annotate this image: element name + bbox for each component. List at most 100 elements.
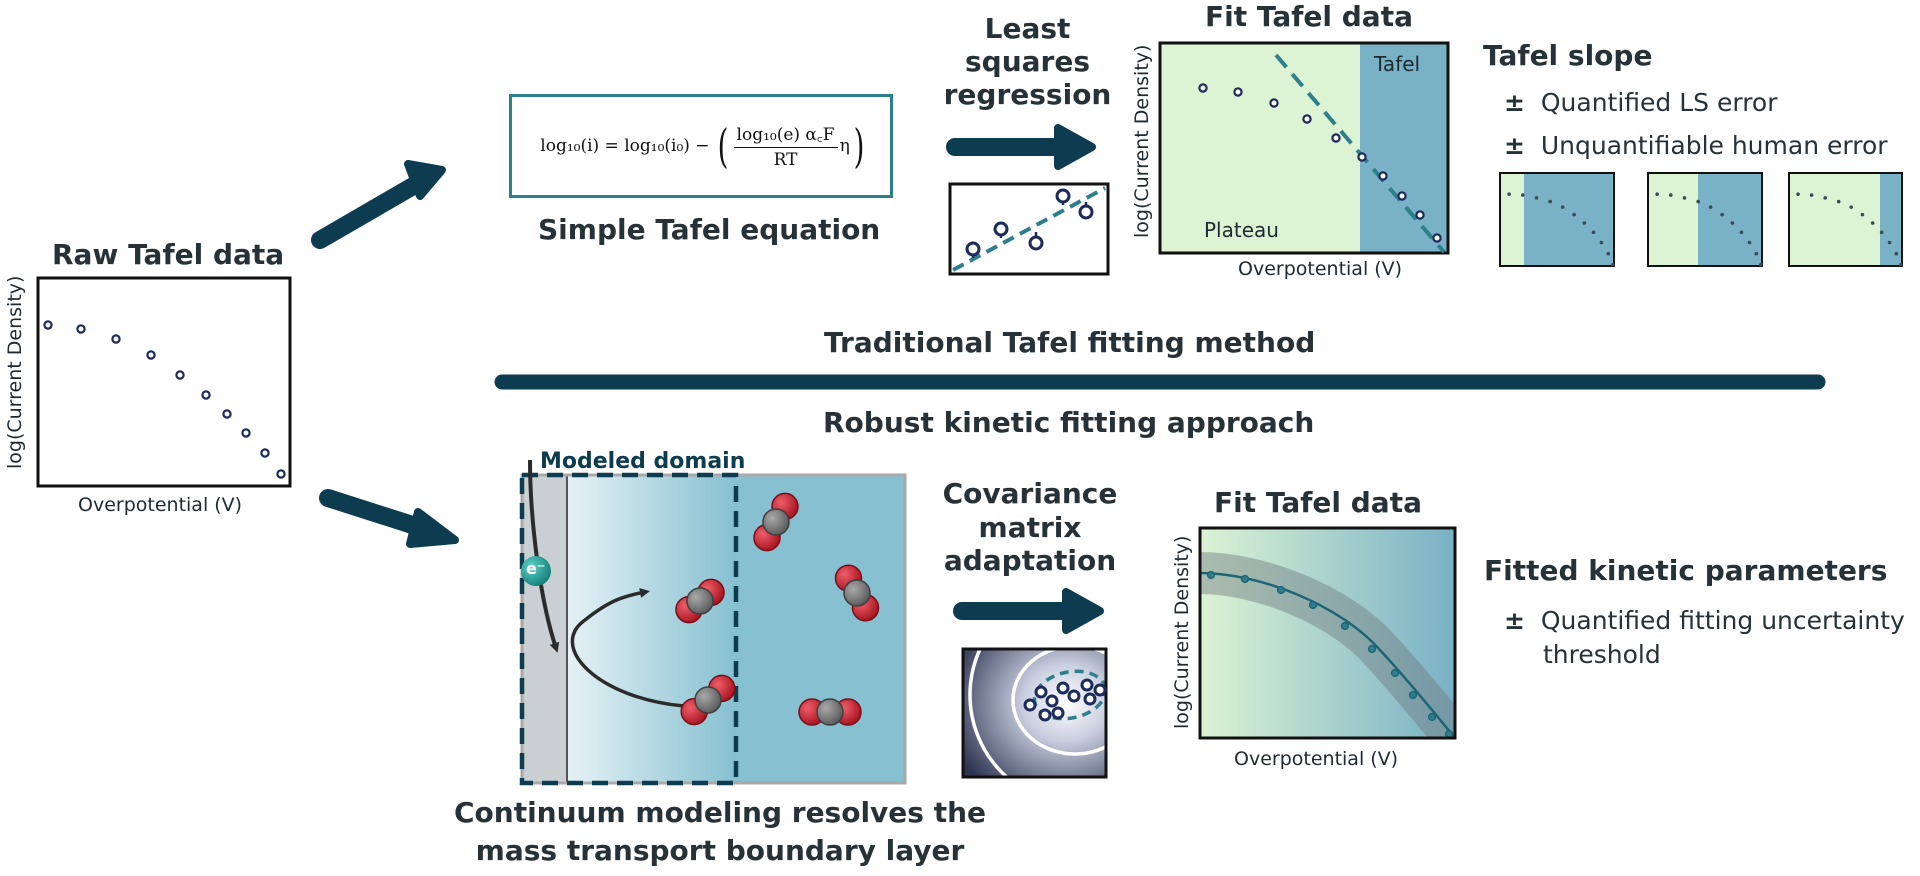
cma-point	[1056, 681, 1070, 695]
thumb-dot	[1759, 263, 1763, 267]
fit-bottom-ylabel: log(Current Density)	[1171, 535, 1193, 729]
thumb-dot	[1796, 192, 1800, 196]
raw-data-point	[111, 334, 121, 344]
fit-top-plateau-region	[1160, 43, 1360, 253]
raw-data-point	[201, 390, 211, 400]
cma-point	[1051, 706, 1065, 720]
tafel-equation: log₁₀(i) = log₁₀(i₀) − ( log₁₀(e) α꜀F RT…	[540, 119, 865, 173]
raw-xlabel: Overpotential (V)	[78, 494, 243, 516]
fit-bottom-point	[1240, 574, 1250, 584]
equation-eta: η	[839, 136, 850, 156]
thumb-dot	[1860, 212, 1865, 217]
cma-point	[1034, 685, 1048, 699]
raw-title: Raw Tafel data	[52, 238, 285, 271]
raw-data-point	[276, 469, 286, 479]
cma-point	[1023, 698, 1037, 712]
tafel-thumb-1	[1499, 172, 1615, 267]
fit-top-point	[1269, 98, 1279, 108]
thumb-dot	[1560, 205, 1565, 209]
fit-bottom-bg	[1200, 528, 1455, 738]
ls-fit-line	[952, 186, 1106, 272]
thumb-dots	[1507, 192, 1903, 267]
fit-bottom-frame	[1198, 526, 1457, 740]
cma-title-2: matrix	[978, 511, 1082, 544]
raw-plot-frame	[36, 276, 292, 488]
cma-point	[1080, 678, 1094, 692]
kinetic-item-line2: threshold	[1543, 640, 1661, 669]
model-panel	[519, 459, 907, 786]
equation-caption: Simple Tafel equation	[538, 213, 881, 246]
cma-point	[1093, 683, 1107, 697]
carbon-atom	[762, 508, 790, 536]
thumb-dot	[1572, 212, 1576, 217]
cma-point	[1038, 708, 1052, 722]
arrow-raw-to-top	[311, 160, 446, 249]
co2-molecules	[675, 492, 880, 726]
thumb-dot	[1887, 240, 1892, 245]
fit-top-tafel-label: Tafel	[1374, 52, 1421, 76]
cma-points	[1023, 678, 1107, 722]
ls-point	[993, 221, 1009, 237]
model-caption-1: Continuum modeling resolves the	[453, 796, 987, 829]
tafel-slope-item-2: ± Unquantifiable human error	[1504, 131, 1888, 160]
thumb-dot	[1708, 205, 1713, 209]
thumb-dot	[1836, 199, 1841, 204]
cma-point	[1045, 694, 1059, 708]
equation-denominator: RT	[773, 150, 798, 170]
fit-top-points	[1198, 83, 1442, 243]
thumb-dot	[1534, 196, 1539, 200]
equation-numerator: log₁₀(e) α꜀F	[733, 122, 838, 148]
fit-top-point	[1198, 83, 1208, 93]
fit-bottom-point	[1390, 668, 1400, 678]
fit-bottom-points	[1206, 570, 1454, 739]
arrow-raw-to-bottom	[319, 489, 459, 548]
fit-top-point	[1302, 114, 1312, 124]
fit-top-point	[1432, 233, 1442, 243]
ls-title-3: regression	[943, 78, 1112, 111]
carbon-atom	[686, 587, 714, 615]
thumb-dot	[1739, 230, 1744, 235]
equation-box: log₁₀(i) = log₁₀(i₀) − ( log₁₀(e) α꜀F RT…	[509, 94, 893, 198]
thumb-dot	[1521, 193, 1525, 197]
cma-title-1: Covariance	[942, 477, 1118, 510]
raw-data-point	[146, 350, 156, 360]
fit-bottom-point	[1408, 690, 1418, 700]
model-caption-2: mass transport boundary layer	[475, 834, 965, 867]
raw-data-point	[43, 320, 53, 330]
fit-bottom-point	[1206, 570, 1216, 580]
thumb-dot	[1899, 263, 1903, 267]
arrow-least-squares	[946, 124, 1096, 170]
thumb-dot	[1591, 230, 1596, 235]
thumb-dot	[1823, 196, 1827, 200]
electron-icon	[521, 556, 551, 586]
fit-bottom-xlabel: Overpotential (V)	[1234, 748, 1399, 770]
thumb-dot	[1696, 199, 1700, 204]
raw-data-point	[260, 448, 270, 458]
fit-bottom-point	[1276, 585, 1286, 595]
thumb-dot	[1611, 263, 1615, 267]
raw-data-point	[76, 324, 86, 334]
cma-title-3: adaptation	[943, 544, 1117, 577]
thumb-dot	[1655, 192, 1659, 196]
raw-data-point	[222, 409, 232, 419]
thumb-dot	[1606, 251, 1611, 256]
thumb-dot	[1879, 230, 1884, 235]
modeled-domain-label: Modeled domain	[540, 449, 746, 474]
raw-data-point	[241, 428, 251, 438]
thumb-dot	[1720, 212, 1724, 217]
ls-point	[1028, 235, 1044, 251]
ls-points	[965, 188, 1094, 258]
ls-point	[1078, 204, 1094, 220]
arrow-cma	[953, 588, 1104, 634]
thumb-dot	[1849, 205, 1853, 209]
kinetic-title: Fitted kinetic parameters	[1484, 554, 1888, 587]
tafel-slope-title: Tafel slope	[1483, 39, 1653, 72]
fit-top-xlabel: Overpotential (V)	[1238, 258, 1403, 280]
fit-top-point	[1233, 87, 1243, 97]
cma-point	[1083, 692, 1097, 706]
fit-top-point	[1357, 152, 1367, 162]
raw-data-points	[43, 320, 286, 479]
fit-bottom-point	[1367, 644, 1377, 654]
fit-top-plateau-label: Plateau	[1204, 218, 1279, 242]
thumb-dot	[1582, 221, 1587, 225]
